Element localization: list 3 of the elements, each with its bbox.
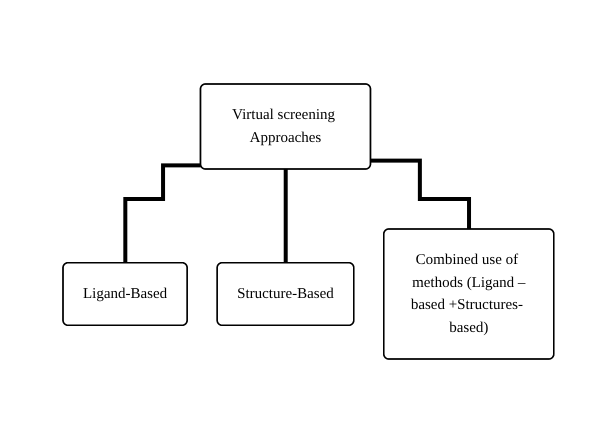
connector — [122, 162, 201, 265]
connector — [283, 167, 288, 265]
connector — [370, 158, 471, 231]
